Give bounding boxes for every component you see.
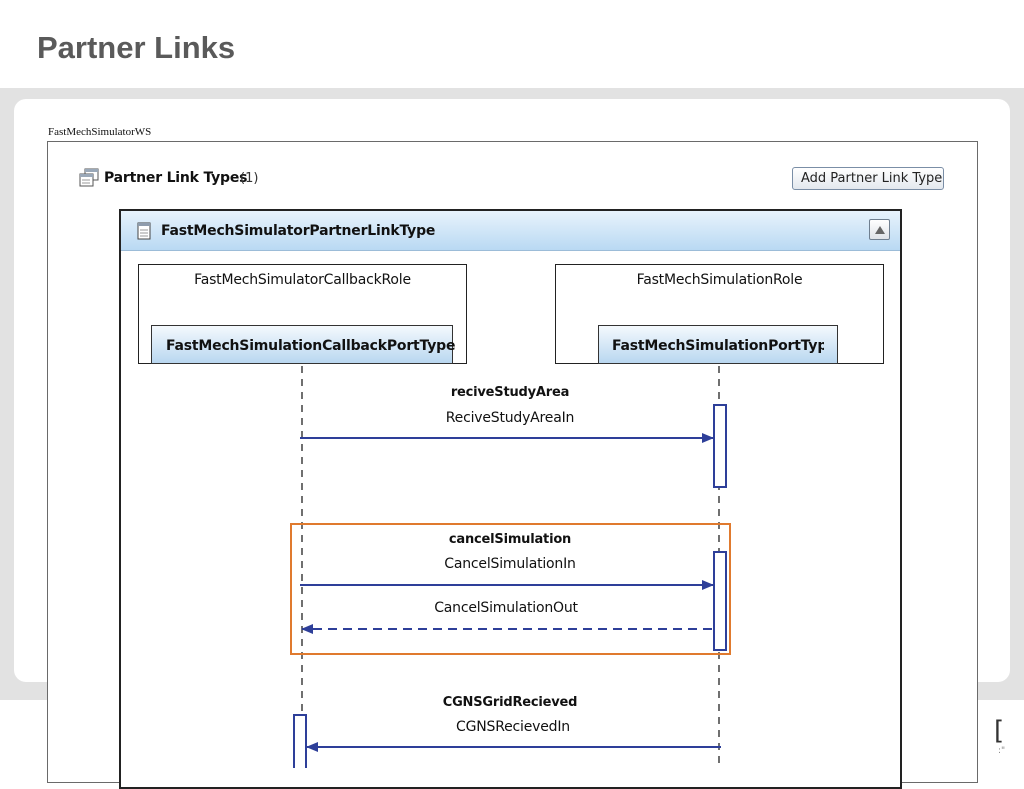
message-cancel-simulation-in[interactable]: CancelSimulationIn <box>444 556 576 572</box>
role-name-callback: FastMechSimulatorCallbackRole <box>194 272 411 288</box>
operation-cancel-simulation[interactable]: cancelSimulation <box>448 532 572 547</box>
sequence-diagram <box>290 366 731 768</box>
port-type-box-simulation[interactable] <box>598 325 838 364</box>
selection-frame-cancel-simulation <box>290 523 731 655</box>
logo-fragment-sub: :" <box>998 746 1006 756</box>
message-cgns-recieved-in[interactable]: CGNSRecievedIn <box>456 719 570 735</box>
logo-fragment: [ <box>994 716 1005 746</box>
port-type-name-callback: FastMechSimulationCallbackPortType <box>166 338 456 354</box>
role-name-simulation: FastMechSimulationRole <box>636 272 803 288</box>
window-stack-icon <box>79 168 99 187</box>
service-name: FastMechSimulatorWS <box>48 126 152 138</box>
add-partner-link-type-button[interactable]: Add Partner Link Type <box>792 167 944 190</box>
message-cancel-simulation-out[interactable]: CancelSimulationOut <box>434 600 578 616</box>
partner-link-types-label: Partner Link Types <box>104 170 248 186</box>
slide-title: Partner Links <box>37 30 236 65</box>
port-type-box-callback[interactable] <box>151 325 453 364</box>
activation-cgns-grid-recieved <box>293 714 307 768</box>
operation-recive-study-area[interactable]: reciveStudyArea <box>450 385 570 400</box>
operation-cgns-grid-recieved[interactable]: CGNSGridRecieved <box>442 695 578 710</box>
message-recive-study-area-in[interactable]: ReciveStudyAreaIn <box>445 410 575 426</box>
activation-cancel-simulation <box>713 551 727 651</box>
activation-recive-study-area <box>713 404 727 488</box>
collapse-button[interactable] <box>869 219 890 240</box>
port-type-name-simulation: FastMechSimulationPortType <box>612 338 824 354</box>
document-icon <box>137 222 151 240</box>
partner-link-type-header[interactable] <box>121 211 900 251</box>
triangle-up-icon <box>875 226 885 234</box>
partner-link-types-count: (1) <box>240 171 259 186</box>
partner-link-type-name: FastMechSimulatorPartnerLinkType <box>161 223 436 239</box>
